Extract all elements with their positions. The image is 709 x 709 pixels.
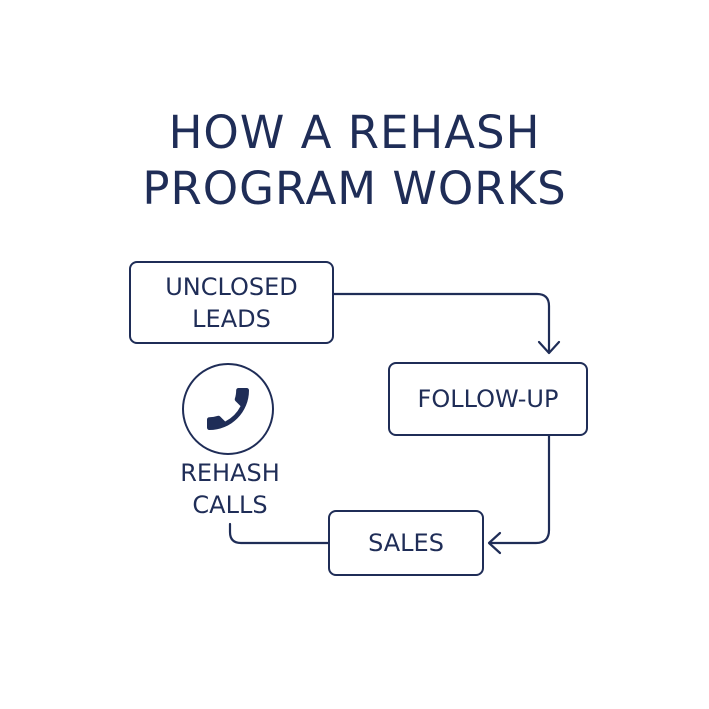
arrow-unclosed-to-followup bbox=[332, 292, 551, 354]
node-follow-up: FOLLOW-UP bbox=[388, 362, 588, 436]
node-rehash-calls: REHASH CALLS bbox=[150, 457, 310, 521]
title-line-2: PROGRAM WORKS bbox=[142, 162, 567, 215]
node-rehash-calls-line2: CALLS bbox=[192, 491, 268, 519]
node-unclosed-leads-line2: LEADS bbox=[192, 304, 271, 333]
node-rehash-calls-line1: REHASH bbox=[180, 459, 280, 487]
arrow-followup-to-sales bbox=[488, 434, 551, 545]
node-follow-up-label: FOLLOW-UP bbox=[417, 385, 559, 413]
phone-icon bbox=[207, 388, 249, 430]
arrowhead-followup bbox=[537, 340, 561, 355]
line-sales-to-rehash bbox=[228, 522, 330, 545]
node-unclosed-leads: UNCLOSED LEADS bbox=[129, 261, 334, 344]
node-sales: SALES bbox=[328, 510, 484, 576]
node-unclosed-leads-line1: UNCLOSED bbox=[165, 272, 298, 301]
title-line-1: HOW A REHASH bbox=[168, 106, 541, 159]
phone-circle bbox=[182, 363, 274, 455]
arrowhead-sales bbox=[487, 531, 502, 555]
node-sales-label: SALES bbox=[368, 529, 444, 557]
